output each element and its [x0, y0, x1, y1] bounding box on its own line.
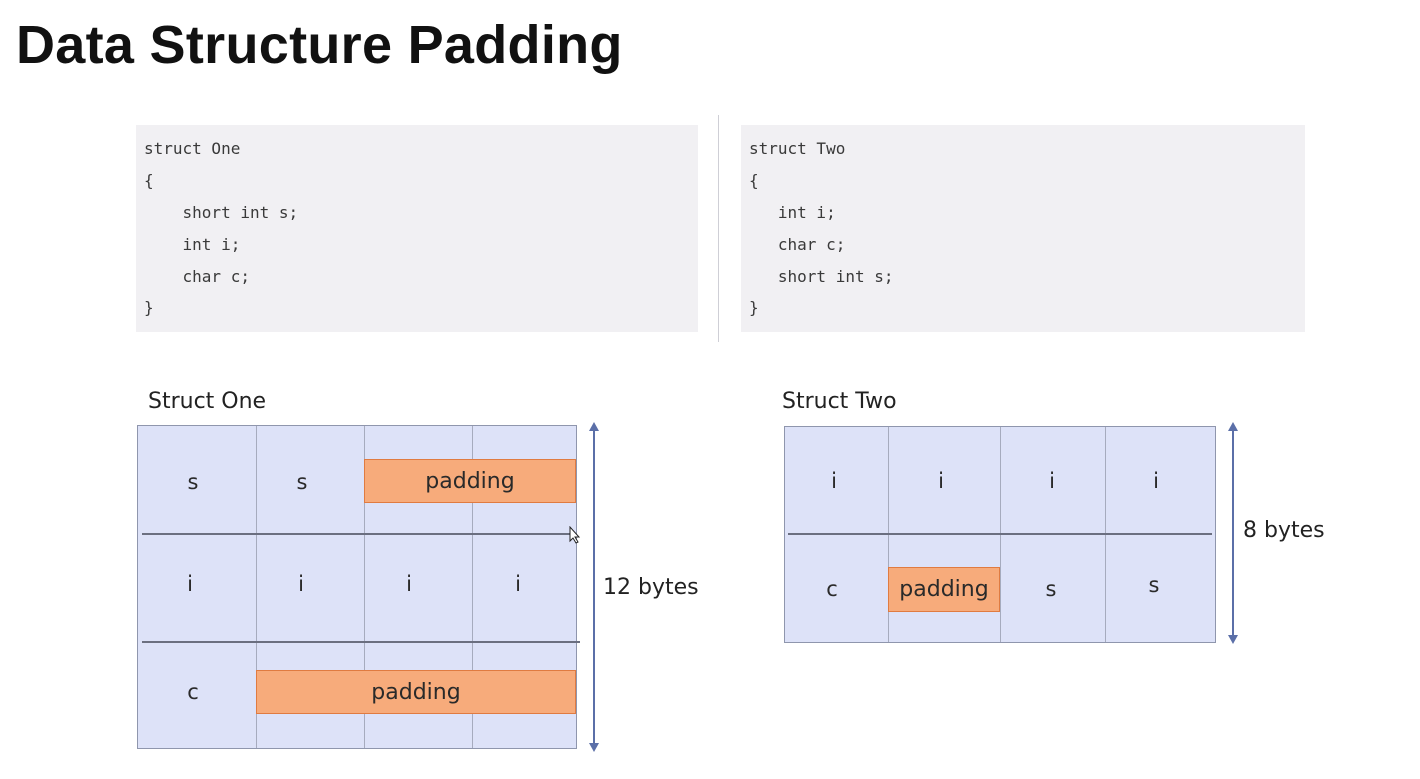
code-line: char c; [144, 267, 250, 286]
grid-column-divider [364, 426, 365, 748]
size-arrow-one [589, 422, 599, 752]
code-line: { [144, 171, 154, 190]
code-line: struct Two [749, 139, 846, 158]
mouse-cursor-icon [569, 526, 581, 544]
cell-label: s [187, 470, 199, 494]
cell-label: c [826, 577, 838, 601]
cell-label: i [1153, 469, 1159, 493]
padding-label: padding [371, 679, 461, 705]
size-label-two: 8 bytes [1243, 518, 1325, 543]
code-line: int i; [749, 203, 836, 222]
struct-one-label: Struct One [148, 389, 267, 414]
struct-two-label: Struct Two [782, 389, 897, 414]
cell-label: s [1045, 577, 1057, 601]
cell-label: i [1049, 469, 1055, 493]
page-title: Data Structure Padding [16, 15, 623, 75]
code-line: char c; [749, 235, 846, 254]
cell-label: i [831, 469, 837, 493]
cell-label: i [938, 469, 944, 493]
code-line: short int s; [144, 203, 299, 222]
vertical-divider [718, 115, 719, 342]
cell-label: i [298, 572, 304, 596]
padding-block: padding [364, 459, 576, 503]
cell-label: i [406, 572, 412, 596]
cell-label: i [515, 572, 521, 596]
cell-label: s [1148, 573, 1160, 597]
grid-row-divider [142, 641, 580, 643]
padding-label: padding [425, 468, 515, 494]
padding-block: padding [256, 670, 576, 714]
code-block-struct-one: struct One { short int s; int i; char c;… [136, 125, 698, 332]
code-line: } [749, 298, 759, 317]
padding-label: padding [899, 577, 989, 602]
grid-row-divider [142, 533, 574, 535]
grid-row-divider [788, 533, 1212, 535]
code-line: } [144, 298, 154, 317]
grid-column-divider [472, 426, 473, 748]
padding-block: padding [888, 567, 1000, 612]
code-line: { [749, 171, 759, 190]
cell-label: s [296, 470, 308, 494]
code-line: int i; [144, 235, 241, 254]
grid-column-divider [256, 426, 257, 748]
size-arrow-two [1228, 422, 1238, 644]
code-line: short int s; [749, 267, 894, 286]
code-line: struct One [144, 139, 241, 158]
size-label-one: 12 bytes [603, 575, 699, 600]
code-block-struct-two: struct Two { int i; char c; short int s;… [741, 125, 1305, 332]
cell-label: c [187, 680, 199, 704]
cell-label: i [187, 572, 193, 596]
